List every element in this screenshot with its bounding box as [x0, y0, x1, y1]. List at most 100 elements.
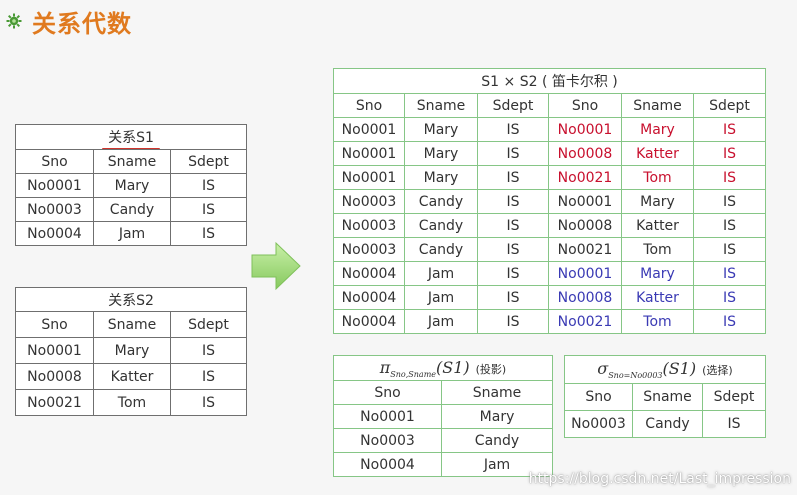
table-cell: No0004 — [333, 285, 405, 310]
column-header: Sno — [15, 311, 94, 338]
table-cell: Mary — [621, 189, 694, 214]
column-header: Sname — [621, 93, 694, 118]
table-cell: Mary — [404, 165, 478, 190]
table-cell: IS — [169, 173, 248, 198]
table-cell: IS — [701, 410, 767, 438]
table-cell: IS — [692, 237, 767, 262]
page-header: 关系代数 — [6, 4, 132, 38]
projection-argument: (S1) — [436, 357, 470, 377]
table-cell: IS — [477, 213, 549, 238]
table-cell: Katter — [621, 141, 694, 166]
table-cell: IS — [692, 213, 767, 238]
relation-s2-caption: 关系S2 — [14, 287, 248, 312]
table-cell: No0003 — [333, 189, 405, 214]
table-cell: No0021 — [15, 389, 94, 416]
table-cell: No0021 — [548, 309, 622, 334]
table-cell: IS — [169, 221, 248, 246]
table-cell: No0008 — [548, 213, 622, 238]
table-cell: Katter — [93, 363, 171, 390]
table-cell: Tom — [621, 237, 694, 262]
column-header: Sno — [548, 93, 622, 118]
table-cell: IS — [477, 285, 549, 310]
pi-symbol: π — [379, 357, 391, 377]
table-cell: No0001 — [333, 117, 405, 142]
table-cell: Mary — [621, 117, 694, 142]
table-cell: Tom — [93, 389, 171, 416]
table-cell: Candy — [404, 213, 478, 238]
table-cell: Jam — [93, 221, 171, 246]
table-cell: IS — [477, 237, 549, 262]
page-title: 关系代数 — [32, 9, 132, 38]
table-cell: No0008 — [548, 285, 622, 310]
column-header: Sdept — [692, 93, 767, 118]
table-cell: No0001 — [548, 117, 622, 142]
column-header: Sname — [632, 383, 703, 411]
column-header: Sdept — [169, 149, 248, 174]
column-header: Sname — [93, 311, 171, 338]
table-cell: IS — [692, 141, 767, 166]
cartesian-product-caption: S1 × S2 ( 笛卡尔积 ) — [332, 68, 767, 94]
column-header: Sdept — [701, 383, 767, 411]
column-header: Sname — [93, 149, 171, 174]
table-cell: IS — [169, 197, 248, 222]
column-header: Sno — [15, 149, 94, 174]
table-cell: Candy — [440, 428, 554, 453]
projection-note: (投影) — [475, 362, 507, 376]
table-cell: Candy — [404, 237, 478, 262]
table-cell: Mary — [404, 141, 478, 166]
table-cell: No0021 — [548, 237, 622, 262]
table-cell: IS — [477, 117, 549, 142]
table-cell: IS — [692, 285, 767, 310]
table-cell: No0004 — [333, 309, 405, 334]
table-cell: IS — [692, 165, 767, 190]
table-cell: Candy — [93, 197, 171, 222]
table-cell: No0001 — [333, 165, 405, 190]
table-cell: IS — [692, 117, 767, 142]
selection-caption: σSno=No0003(S1)(选择) — [563, 355, 767, 384]
table-cell: No0003 — [333, 237, 405, 262]
column-header: Sname — [440, 380, 554, 405]
table-cell: Jam — [404, 261, 478, 286]
table-cell: Mary — [621, 261, 694, 286]
table-cell: No0001 — [15, 337, 94, 364]
watermark: https://blog.csdn.net/Last_impression — [528, 471, 791, 487]
table-cell: Tom — [621, 165, 694, 190]
selection-argument: (S1) — [662, 359, 697, 378]
projection-subscript: Sno,Sname — [390, 369, 437, 379]
table-cell: No0001 — [548, 261, 622, 286]
table-cell: IS — [477, 261, 549, 286]
column-header: Sno — [333, 93, 405, 118]
table-cell: Mary — [93, 337, 171, 364]
table-cell: No0003 — [564, 410, 633, 438]
table-cell: Jam — [404, 309, 478, 334]
table-cell: IS — [169, 389, 248, 416]
column-header: Sno — [564, 383, 633, 411]
table-cell: IS — [477, 165, 549, 190]
column-header: Sname — [404, 93, 478, 118]
table-cell: Jam — [440, 452, 554, 477]
table-cell: No0003 — [333, 428, 442, 453]
table-cell: No0001 — [333, 404, 442, 429]
table-cell: IS — [477, 141, 549, 166]
table-cell: No0003 — [333, 213, 405, 238]
